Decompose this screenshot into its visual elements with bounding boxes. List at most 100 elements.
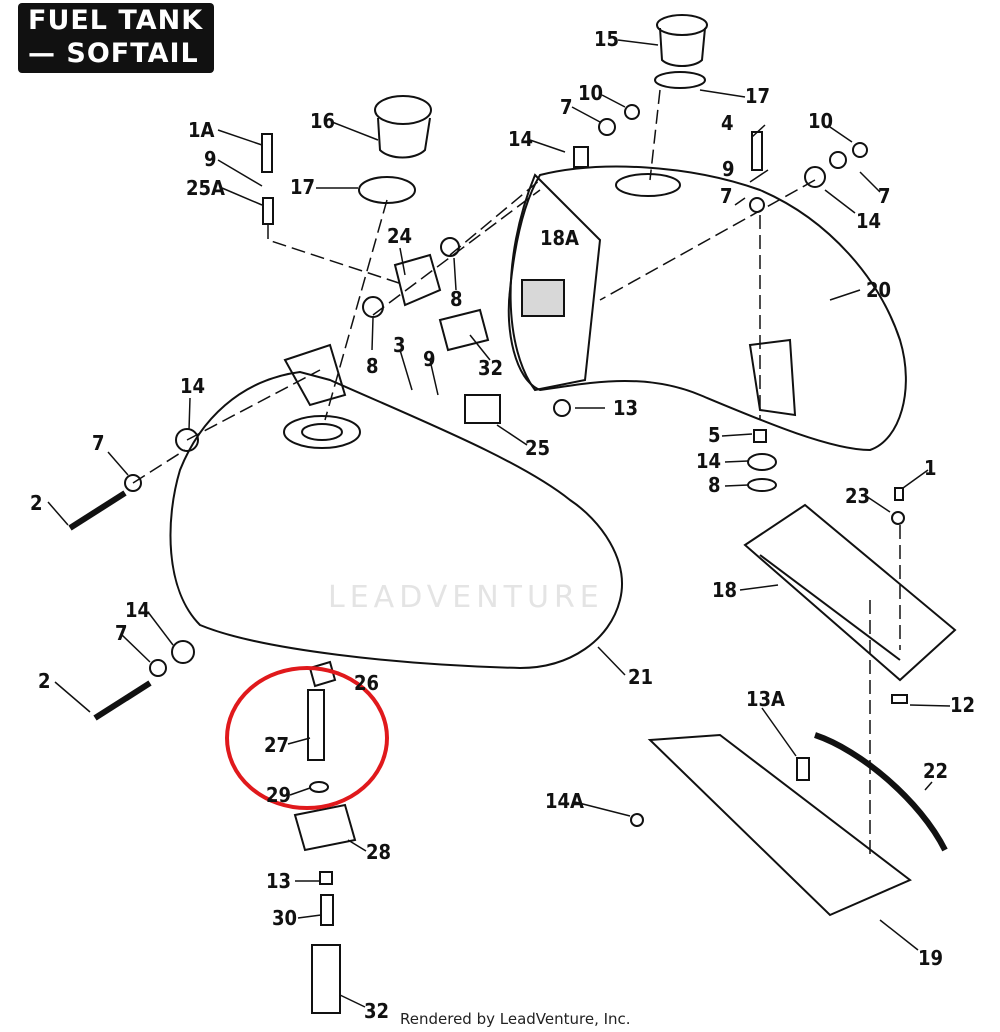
callout-14[interactable]: 14 — [125, 598, 150, 622]
callout-26[interactable]: 26 — [354, 671, 379, 695]
part-7-washer-c — [598, 118, 616, 136]
callout-8[interactable]: 8 — [450, 287, 463, 311]
callout-7[interactable]: 7 — [115, 621, 128, 645]
diagram-title: FUEL TANK — SOFTAIL — [18, 3, 214, 73]
part-4-bolt — [751, 131, 763, 171]
part-28-petcock — [293, 803, 357, 852]
callout-12[interactable]: 12 — [950, 693, 975, 717]
callout-28[interactable]: 28 — [366, 840, 391, 864]
callout-14A[interactable]: 14A — [545, 789, 584, 813]
part-13A-clamp — [796, 757, 810, 781]
callout-30[interactable]: 30 — [272, 906, 297, 930]
callout-7[interactable]: 7 — [720, 184, 733, 208]
part-14-grommet-e — [747, 453, 777, 471]
part-right-filler-neck — [615, 173, 681, 197]
part-17-gasket-left — [358, 176, 416, 204]
part-32-spring — [438, 308, 490, 352]
callout-17[interactable]: 17 — [745, 84, 770, 108]
callout-9[interactable]: 9 — [423, 347, 436, 371]
callout-4[interactable]: 4 — [721, 111, 734, 135]
part-21-left-tank — [169, 370, 623, 670]
callout-2[interactable]: 2 — [38, 669, 51, 693]
callout-14[interactable]: 14 — [508, 127, 533, 151]
part-23-grommet — [891, 511, 905, 525]
part-27-strainer — [307, 689, 325, 761]
callout-21[interactable]: 21 — [628, 665, 653, 689]
callout-5[interactable]: 5 — [708, 423, 721, 447]
part-7-washer-e — [829, 151, 847, 169]
part-8-washer-b — [362, 296, 384, 318]
part-24-bracket — [393, 253, 442, 307]
part-26-nut — [308, 660, 337, 688]
callout-7[interactable]: 7 — [560, 95, 573, 119]
callout-14[interactable]: 14 — [856, 209, 881, 233]
callout-18[interactable]: 18 — [712, 578, 737, 602]
part-32-spring-b — [311, 944, 341, 1014]
part-30-hose — [320, 894, 334, 926]
callout-13[interactable]: 13 — [613, 396, 638, 420]
part-5-spacer — [753, 429, 767, 443]
part-7-washer-b — [149, 659, 167, 677]
title-line-2: — SOFTAIL — [28, 38, 199, 69]
callout-13[interactable]: 13 — [266, 869, 291, 893]
part-8-washer-c — [747, 478, 777, 492]
part-13-clamp-b — [319, 871, 333, 885]
part-15-cap — [656, 14, 708, 36]
watermark: LEADVENTURE — [328, 580, 604, 615]
callout-20[interactable]: 20 — [866, 278, 891, 302]
part-14-grommet-d — [804, 166, 826, 188]
callout-27[interactable]: 27 — [264, 733, 289, 757]
callout-18A[interactable]: 18A — [540, 226, 579, 250]
highlight-circle — [225, 666, 389, 810]
part-14A-nut — [630, 813, 644, 827]
part-20-right-tank — [507, 165, 907, 452]
part-left-filler-neck — [283, 415, 361, 449]
callout-2[interactable]: 2 — [30, 491, 43, 515]
part-1A-bolt — [261, 133, 273, 173]
callout-13A[interactable]: 13A — [746, 687, 785, 711]
callout-25[interactable]: 25 — [525, 436, 550, 460]
callout-22[interactable]: 22 — [923, 759, 948, 783]
part-14-grommet-b — [171, 640, 195, 664]
part-18-cover — [743, 503, 957, 682]
part-left-mount-bracket — [283, 343, 347, 407]
part-10-nut — [624, 104, 640, 120]
part-17-gasket — [654, 71, 706, 89]
part-14-grommet-c — [573, 146, 589, 168]
part-14-grommet — [175, 428, 199, 452]
part-2-bolt-b — [93, 680, 152, 721]
callout-9[interactable]: 9 — [722, 157, 735, 181]
part-12-clip — [891, 694, 908, 704]
callout-7[interactable]: 7 — [878, 184, 891, 208]
callout-8[interactable]: 8 — [708, 473, 721, 497]
part-10-nut-b — [852, 142, 868, 158]
callout-10[interactable]: 10 — [578, 81, 603, 105]
callout-14[interactable]: 14 — [180, 374, 205, 398]
callout-8[interactable]: 8 — [366, 354, 379, 378]
callout-19[interactable]: 19 — [918, 946, 943, 970]
callout-1[interactable]: 1 — [924, 456, 937, 480]
callout-32[interactable]: 32 — [364, 999, 389, 1023]
part-25A-spacer — [262, 197, 274, 225]
footer-credit: Rendered by LeadVenture, Inc. — [400, 1010, 631, 1028]
callout-25A[interactable]: 25A — [186, 176, 225, 200]
callout-15[interactable]: 15 — [594, 27, 619, 51]
callout-9[interactable]: 9 — [204, 147, 217, 171]
callout-14[interactable]: 14 — [696, 449, 721, 473]
callout-7[interactable]: 7 — [92, 431, 105, 455]
callout-24[interactable]: 24 — [387, 224, 412, 248]
callout-23[interactable]: 23 — [845, 484, 870, 508]
callout-29[interactable]: 29 — [266, 783, 291, 807]
callout-3[interactable]: 3 — [393, 333, 406, 357]
part-19-pad — [647, 733, 912, 917]
title-line-1: FUEL TANK — [28, 5, 204, 36]
callout-16[interactable]: 16 — [310, 109, 335, 133]
part-18A-label-plate — [521, 279, 565, 317]
callout-1A[interactable]: 1A — [188, 118, 215, 142]
callout-32[interactable]: 32 — [478, 356, 503, 380]
callout-10[interactable]: 10 — [808, 109, 833, 133]
callout-17[interactable]: 17 — [290, 175, 315, 199]
part-22-strip — [814, 732, 948, 852]
part-2-bolt — [68, 490, 127, 531]
